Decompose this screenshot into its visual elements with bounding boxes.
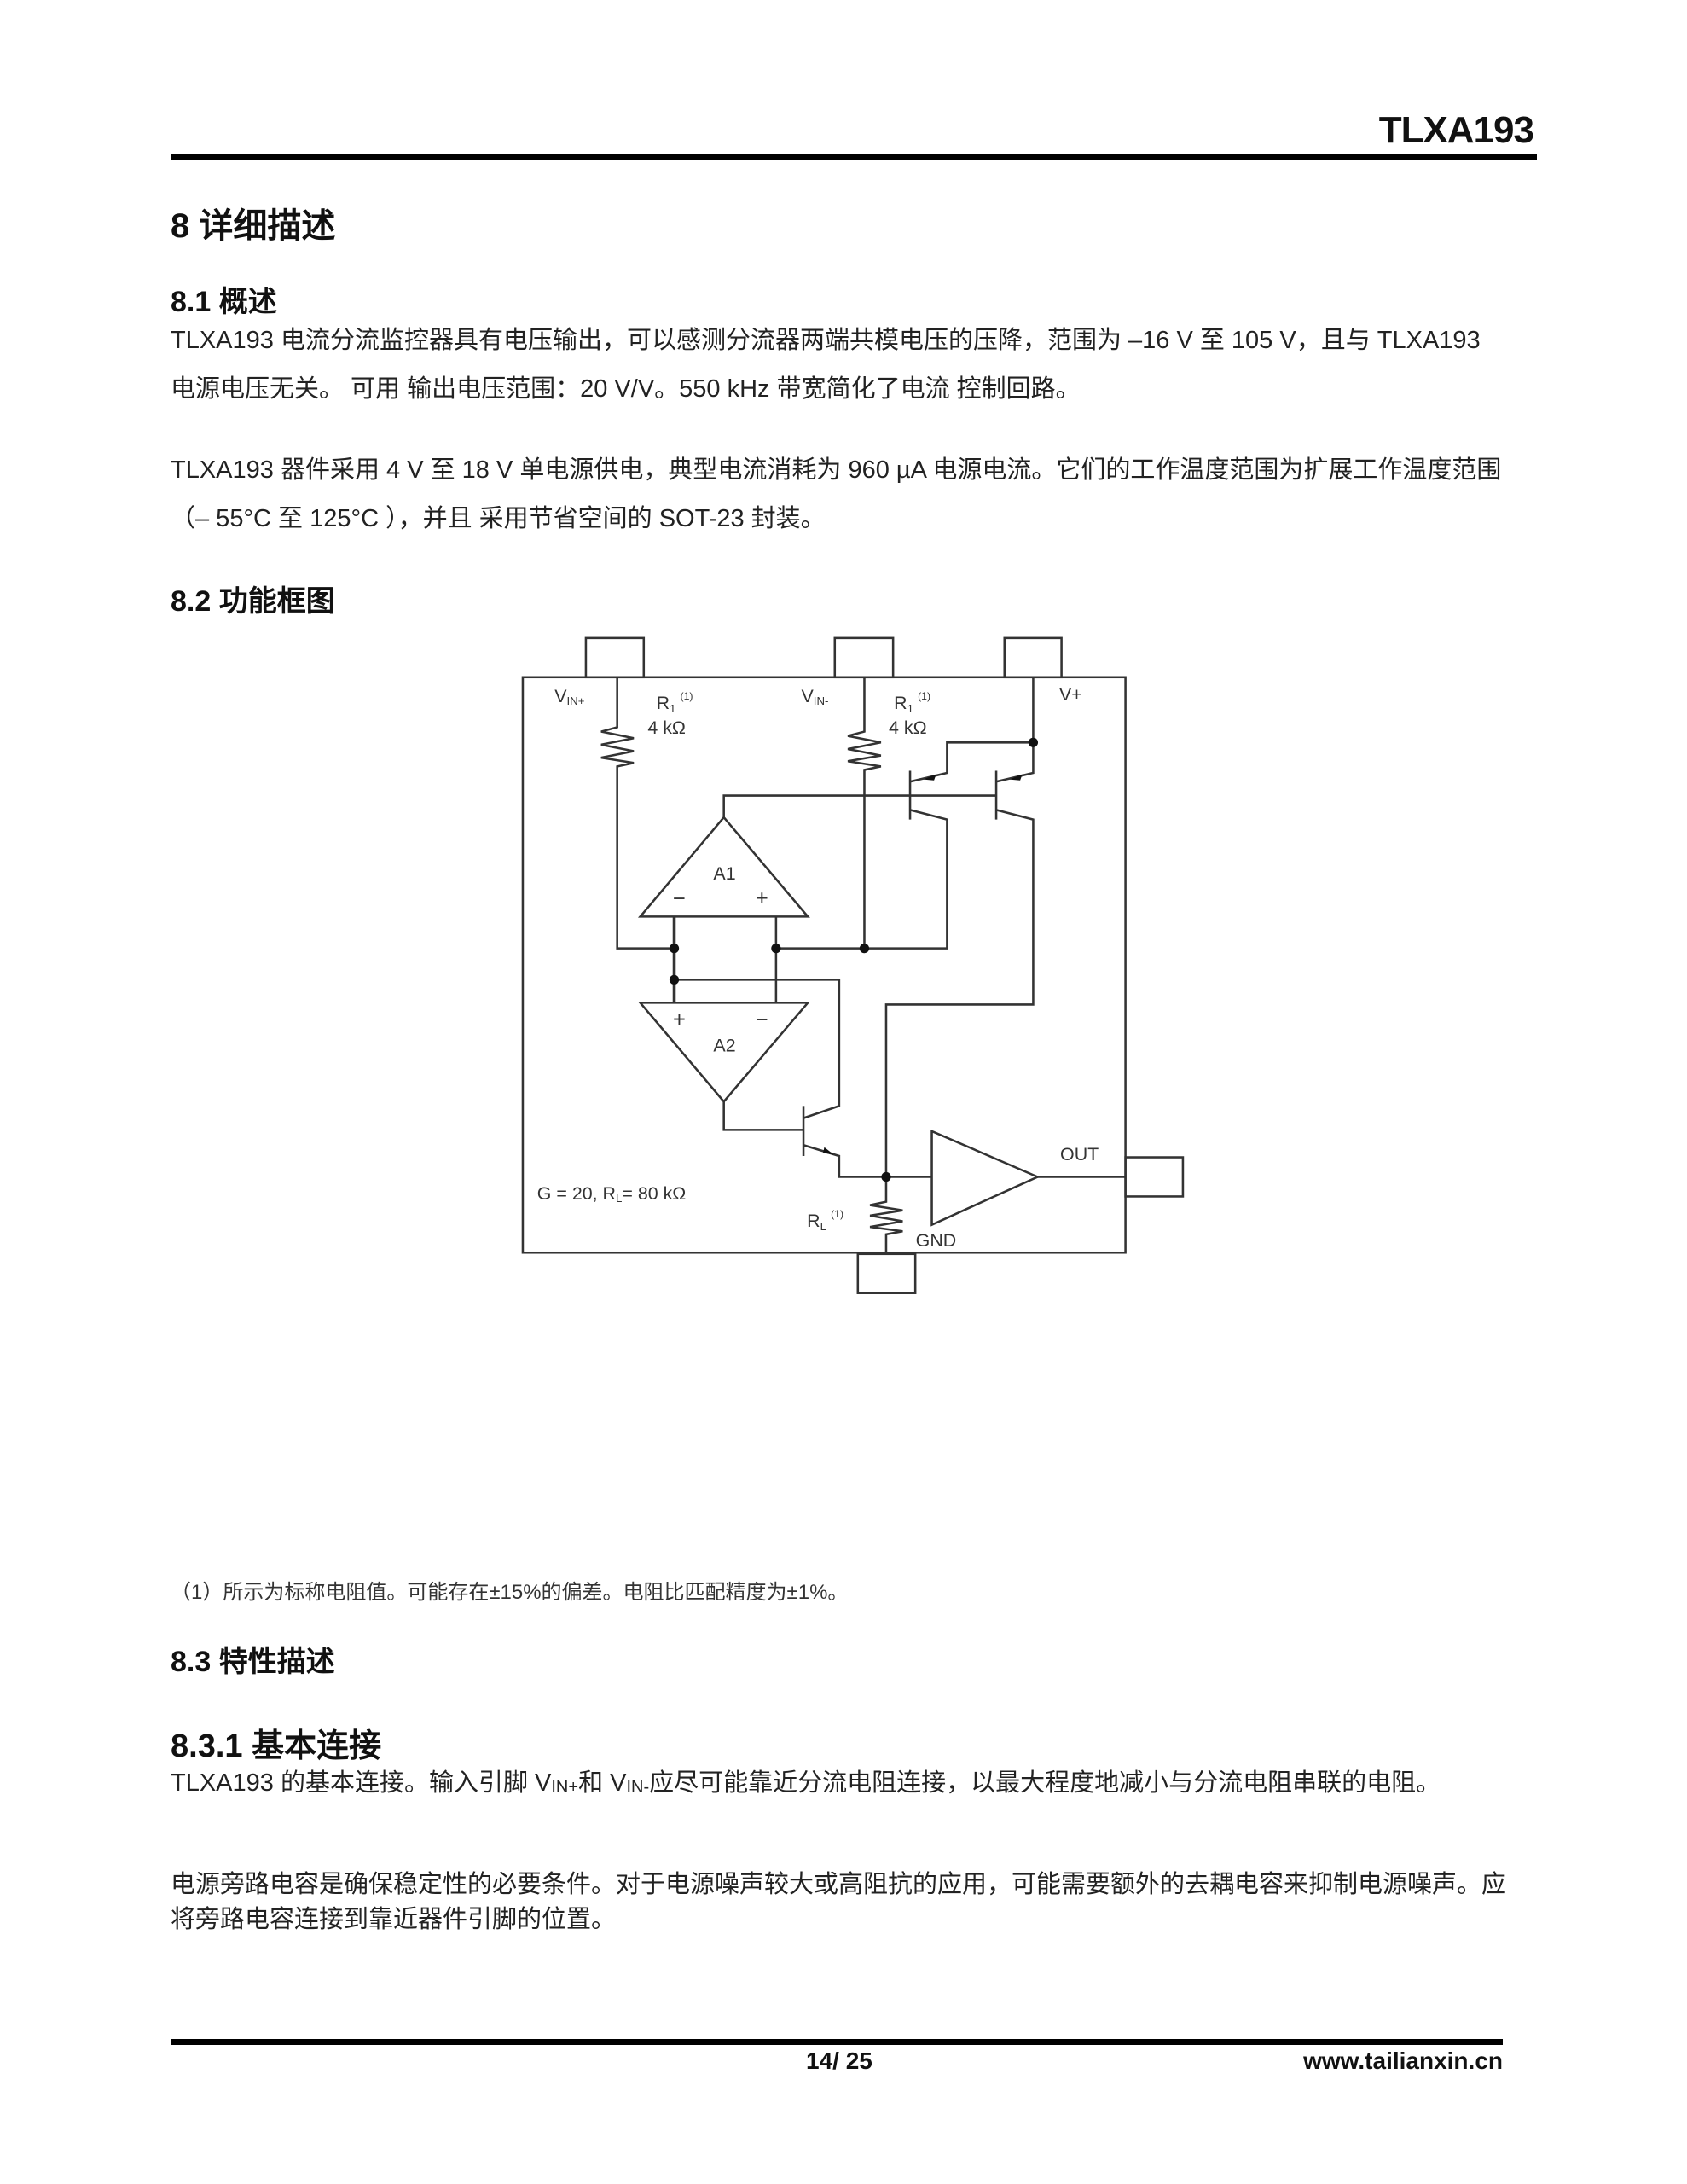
label-vplus: V+	[1059, 684, 1082, 705]
label-a1-plus: +	[756, 887, 768, 911]
section-8-title: 8 详细描述	[171, 207, 336, 245]
section-8-1-title: 8.1 概述	[171, 286, 277, 318]
pin-vin-minus	[833, 636, 895, 679]
basic-connection-paragraph-2: 电源旁路电容是确保稳定性的必要条件。对于电源噪声较大或高阻抗的应用，可能需要额外…	[171, 1871, 1507, 1933]
wire-vplus	[995, 677, 1035, 783]
label-rl: RL(1)	[807, 1208, 844, 1233]
overview-paragraph-1: TLXA193 电流分流监控器具有电压输出，可以感测分流器两端共模电压的压降，范…	[171, 327, 1481, 403]
pin-gnd	[856, 1252, 917, 1294]
section-8-3-1-title: 8.3.1 基本连接	[171, 1728, 382, 1764]
amplifier-a1	[637, 816, 810, 918]
diagram-footnote: （1）所示为标称电阻值。可能存在±15%的偏差。电阻比匹配精度为±1%。	[171, 1581, 849, 1604]
label-vin-plus: VIN+	[554, 686, 585, 707]
label-out: OUT	[1060, 1144, 1099, 1165]
section-8-3-title: 8.3 特性描述	[171, 1646, 335, 1678]
overview-paragraph-2: TLXA193 器件采用 4 V 至 18 V 单电源供电，典型电流消耗为 96…	[171, 456, 1502, 532]
label-gain: G = 20, RL= 80 kΩ	[537, 1183, 687, 1205]
label-a1-minus: −	[673, 887, 686, 911]
wire-vin-minus	[847, 677, 882, 949]
label-a1: A1	[713, 863, 735, 884]
header-rule	[171, 154, 1537, 160]
label-r1-right: R1(1)	[894, 690, 930, 715]
section-8-2-title: 8.2 功能框图	[171, 585, 335, 618]
pin-vin-plus	[584, 636, 646, 679]
label-a2: A2	[713, 1036, 735, 1056]
pin-out	[1124, 1156, 1185, 1198]
output-buffer	[930, 1129, 1041, 1227]
label-vin-minus: VIN-	[801, 686, 828, 707]
wire-vin-plus	[600, 677, 675, 950]
package-outline	[521, 676, 1127, 1254]
label-a2-plus: +	[673, 1008, 686, 1031]
label-r1-left: R1(1)	[657, 690, 693, 715]
basic-connection-paragraph-1: TLXA193 的基本连接。输入引脚 VIN+和 VIN-应尽可能靠近分流电阻连…	[171, 1769, 1441, 1797]
functional-block-diagram: VIN+ R1(1) 4 kΩ VIN- R1(1) 4 kΩ V+ A1 − …	[521, 636, 1185, 1294]
pin-vplus	[1003, 636, 1063, 679]
label-gnd: GND	[916, 1230, 957, 1251]
amplifier-a2	[637, 1002, 810, 1104]
resistor-rl	[869, 1176, 903, 1253]
label-a2-minus: −	[756, 1008, 768, 1031]
website-link[interactable]: www.tailianxin.cn	[1303, 2048, 1503, 2074]
page-number: 14/ 25	[806, 2048, 872, 2074]
label-r1-right-value: 4 kΩ	[889, 717, 927, 738]
footer-rule	[171, 2039, 1503, 2045]
document-header-title: TLXA193	[1378, 109, 1534, 151]
label-r1-left-value: 4 kΩ	[647, 717, 686, 738]
